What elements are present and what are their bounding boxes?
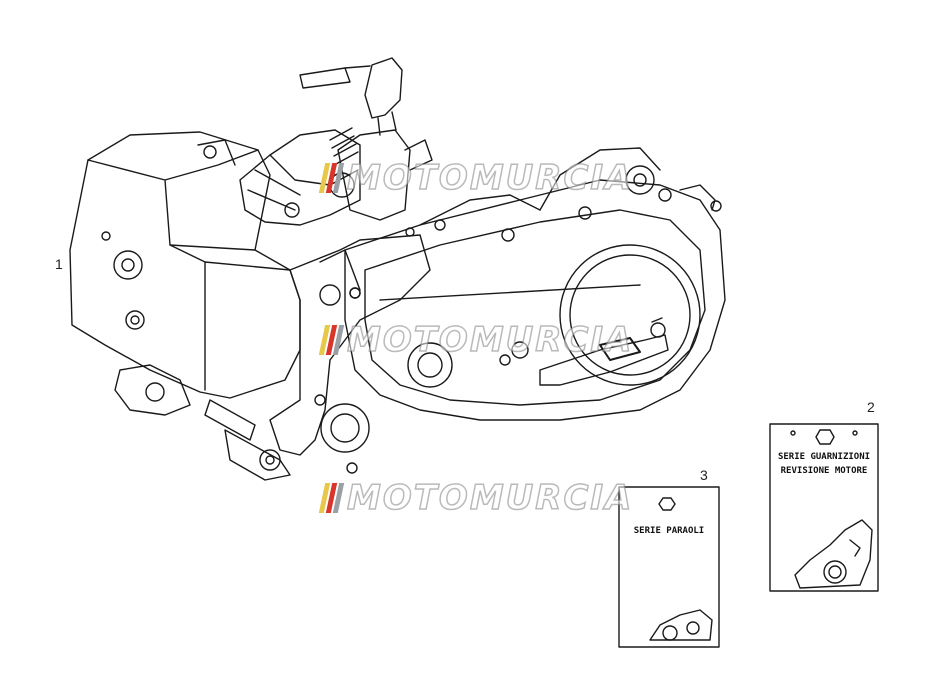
callout-gasket-set: 2 — [867, 399, 875, 415]
gasket-set-card — [769, 423, 879, 592]
gasket-set-label-line-2: REVISIONE MOTORE — [780, 466, 868, 476]
carburetor — [299, 57, 433, 221]
oil-seal-set-card — [618, 486, 720, 648]
gasket-set-label: SERIE GUARNIZIONI REVISIONE MOTORE — [770, 450, 878, 478]
callout-engine: 1 — [55, 256, 63, 272]
engine-mount — [114, 364, 291, 481]
transmission-cover — [344, 147, 726, 421]
crankcase — [269, 234, 431, 474]
gasket-set-label-line-1: SERIE GUARNIZIONI — [777, 452, 871, 462]
oil-seal-set-label: SERIE PARAOLI — [633, 526, 705, 536]
cooling-shroud — [69, 131, 301, 399]
callout-oil-seal-set: 3 — [700, 467, 708, 483]
kickstart-lever — [499, 317, 669, 386]
cylinder-head — [197, 129, 361, 226]
